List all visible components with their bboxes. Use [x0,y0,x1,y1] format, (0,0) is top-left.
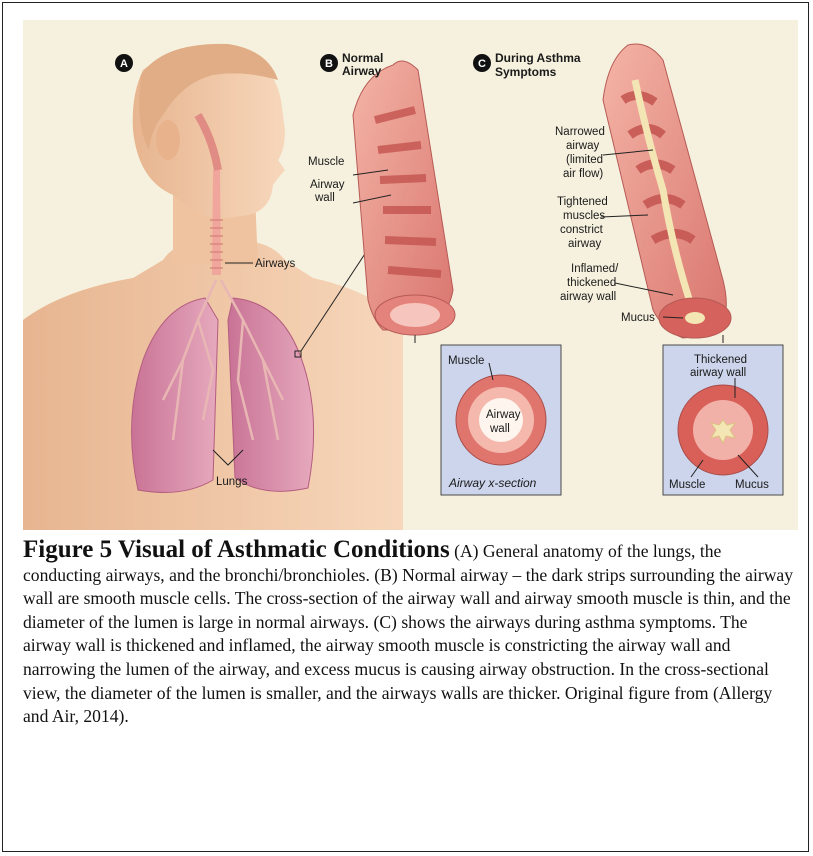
figure-caption: Figure 5 Visual of Asthmatic Conditions … [23,538,798,729]
label-tightened-4: airway [568,238,601,250]
label-tightened-3: constrict [560,224,604,236]
label-inflamed-2: thickened [567,277,616,289]
label-lungs: Lungs [216,476,248,488]
normal-airway [353,61,455,343]
label-inflamed-1: Inflamed/ [571,263,619,275]
caption-body: (A) General anatomy of the lungs, the co… [23,541,793,726]
label-narrowed-3: (limited [566,154,603,166]
badge-c: C [473,54,491,72]
panel-c-title-2: Symptoms [495,65,557,79]
caption-title: Figure 5 Visual of Asthmatic Conditions [23,536,450,563]
xsec-normal-muscle: Muscle [448,355,484,367]
panel-c-title-1: During Asthma [495,51,581,65]
badge-b: B [320,54,338,72]
xsec-normal-wall-1: Airway [486,409,521,421]
panel-b-title-2: Airway [342,64,382,78]
asthma-illustration: A B C Normal Airway During Asthma Sympto… [23,20,798,530]
panel-b-title-1: Normal [342,51,383,65]
xsec-asthma-thickened-2: airway wall [690,367,746,379]
badge-a: A [115,54,133,72]
badge-b-text: B [325,58,333,70]
badge-a-text: A [120,58,128,70]
label-tightened-1: Tightened [557,196,608,208]
label-airways: Airways [255,258,296,270]
xsec-normal-wall-2: wall [489,423,510,435]
label-tightened-2: muscles [563,210,605,222]
label-mucus: Mucus [621,312,655,324]
asthma-airway [601,44,731,343]
label-narrowed-4: air flow) [563,168,603,180]
xsec-asthma-thickened-1: Thickened [694,354,747,366]
anatomy-figure [23,44,403,530]
label-airway-wall-1: Airway [310,179,345,191]
badge-c-text: C [478,58,486,70]
label-airway-wall-2: wall [314,192,335,204]
label-muscle: Muscle [308,156,344,168]
xsec-normal-caption: Airway x-section [448,476,537,490]
label-inflamed-3: airway wall [560,291,616,303]
xsec-asthma-muscle: Muscle [669,479,705,491]
illustration-svg: A B C Normal Airway During Asthma Sympto… [23,20,798,530]
label-narrowed-2: airway [566,140,599,152]
label-narrowed-1: Narrowed [555,126,605,138]
xsec-asthma-mucus: Mucus [735,479,769,491]
